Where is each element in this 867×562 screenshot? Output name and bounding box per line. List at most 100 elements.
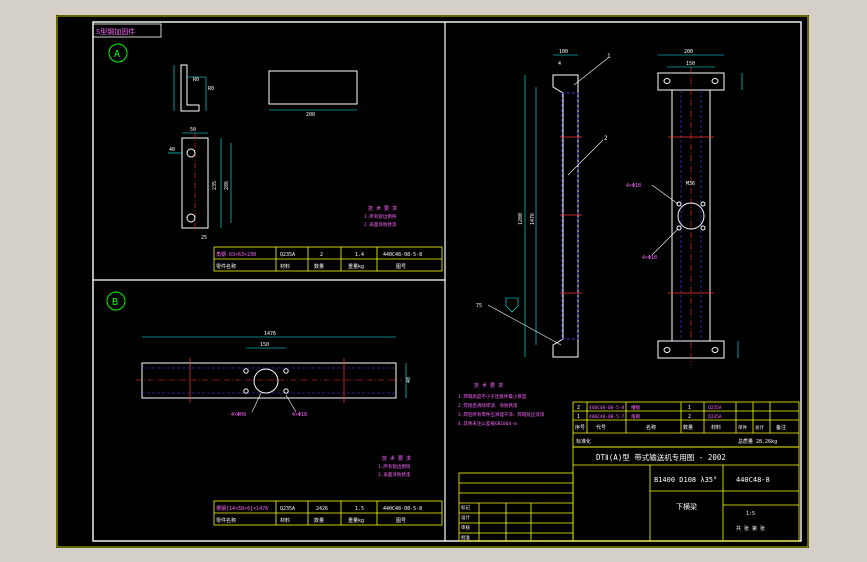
- svg-text:4×Φ18: 4×Φ18: [642, 255, 657, 261]
- svg-text:标准化: 标准化: [576, 438, 591, 445]
- beam-front-view: [651, 54, 743, 365]
- svg-text:技 术 要 求: 技 术 要 求: [474, 382, 503, 389]
- svg-text:2: 2: [604, 135, 608, 142]
- svg-text:设计: 设计: [461, 514, 470, 521]
- svg-text:1476: 1476: [264, 331, 276, 337]
- svg-text:150: 150: [260, 342, 269, 348]
- svg-text:序号: 序号: [575, 424, 585, 431]
- svg-text:1200: 1200: [518, 213, 524, 225]
- inner-frame: [92, 21, 802, 542]
- svg-text:2: 2: [320, 252, 323, 258]
- svg-text:标记: 标记: [461, 504, 470, 511]
- svg-text:角钢 63×63×230: 角钢 63×63×230: [216, 251, 256, 258]
- svg-text:50: 50: [190, 127, 196, 133]
- view-b-circle: [106, 291, 126, 311]
- svg-text:槽钢[14×58×6]×1476: 槽钢[14×58×6]×1476: [216, 505, 268, 512]
- svg-text:材料: 材料: [280, 263, 290, 270]
- svg-text:槽钢: 槽钢: [631, 404, 640, 411]
- svg-text:Q235A: Q235A: [280, 506, 295, 512]
- beam-side-view: [487, 54, 609, 358]
- svg-text:审核: 审核: [461, 524, 470, 531]
- svg-text:100: 100: [559, 49, 568, 55]
- view-b-bom-table: [213, 500, 443, 526]
- title-block: [458, 446, 800, 542]
- angle-side-view: [168, 132, 232, 233]
- svg-text:批准: 批准: [461, 534, 470, 541]
- svg-text:图号: 图号: [396, 264, 406, 270]
- angle-profile-view: [173, 64, 207, 112]
- svg-text:技 术 要 求: 技 术 要 求: [382, 455, 411, 462]
- drawing-sheet: S型钢加固件 A R0 R0 200 50 235 286 25 40 技 术 …: [56, 15, 809, 548]
- svg-text:名称: 名称: [646, 424, 656, 431]
- svg-text:2426: 2426: [316, 506, 328, 512]
- svg-text:数量: 数量: [314, 263, 324, 270]
- svg-text:1.5: 1.5: [355, 506, 364, 512]
- view-a-bom-table: [213, 246, 443, 272]
- svg-text:材料: 材料: [280, 517, 290, 524]
- svg-text:零件名称: 零件名称: [216, 517, 236, 524]
- svg-text:440C48-08-5-8: 440C48-08-5-8: [383, 506, 422, 512]
- svg-text:Q235A: Q235A: [280, 252, 295, 258]
- svg-text:4: 4: [558, 61, 561, 67]
- svg-text:1.所有锐边倒钝: 1.所有锐边倒钝: [378, 463, 411, 470]
- svg-text:25: 25: [201, 235, 207, 241]
- svg-text:重量kg: 重量kg: [348, 517, 364, 524]
- channel-beam-view: [136, 336, 407, 413]
- svg-text:总计: 总计: [755, 424, 764, 431]
- svg-text:2.焊接后清除焊渣、涂防锈漆: 2.焊接后清除焊渣、涂防锈漆: [458, 402, 518, 409]
- svg-text:2.表面涂防锈漆: 2.表面涂防锈漆: [378, 471, 411, 478]
- svg-text:40: 40: [406, 377, 412, 383]
- svg-text:440C48-08-5-8: 440C48-08-5-8: [383, 252, 422, 258]
- svg-text:备注: 备注: [776, 424, 786, 431]
- svg-text:数量: 数量: [683, 424, 693, 431]
- svg-text:40: 40: [169, 147, 175, 153]
- svg-text:M36: M36: [686, 181, 695, 187]
- header-tag: S型钢加固件: [96, 27, 135, 36]
- svg-text:286: 286: [224, 181, 230, 190]
- svg-text:2.表面涂防锈漆: 2.表面涂防锈漆: [364, 221, 397, 228]
- svg-text:1.焊缝高度不小于连接件最小厚度: 1.焊缝高度不小于连接件最小厚度: [458, 393, 527, 400]
- svg-text:235: 235: [212, 181, 218, 190]
- svg-text:1: 1: [688, 405, 691, 411]
- view-b-label: B: [112, 297, 118, 308]
- svg-text:重量kg: 重量kg: [348, 263, 364, 270]
- svg-text:4.其余未注公差按GB1804-m: 4.其余未注公差按GB1804-m: [458, 420, 517, 427]
- svg-text:代号: 代号: [596, 424, 606, 431]
- svg-text:4×Φ18: 4×Φ18: [292, 412, 307, 418]
- svg-text:440C48-08-5-7: 440C48-08-5-7: [589, 414, 625, 420]
- svg-text:2: 2: [577, 405, 580, 411]
- svg-text:角钢: 角钢: [631, 413, 640, 420]
- svg-text:1: 1: [607, 53, 611, 60]
- cad-drawing-viewport[interactable]: S型钢加固件 A R0 R0 200 50 235 286 25 40 技 术 …: [56, 15, 809, 548]
- main-tech-notes: 技 术 要 求 1.焊缝高度不小于连接件最小厚度 2.焊接后清除焊渣、涂防锈漆 …: [458, 382, 545, 427]
- svg-text:材料: 材料: [711, 424, 721, 431]
- svg-text:75: 75: [476, 303, 482, 309]
- svg-text:数量: 数量: [314, 517, 324, 524]
- svg-text:技 术 要 求: 技 术 要 求: [368, 205, 397, 212]
- svg-text:R0: R0: [208, 86, 214, 92]
- svg-text:200: 200: [306, 112, 315, 118]
- svg-text:200: 200: [684, 49, 693, 55]
- drawing-number: 440C48-8: [736, 476, 770, 484]
- svg-text:R0: R0: [193, 77, 199, 83]
- view-a-circle: [108, 43, 128, 63]
- svg-text:共 张 第 张: 共 张 第 张: [736, 525, 765, 532]
- svg-text:2: 2: [688, 414, 691, 420]
- part-name: 下横梁: [676, 502, 697, 511]
- svg-text:4×Φ09: 4×Φ09: [231, 412, 246, 418]
- drawing-title: DTⅡ(A)型 带式输送机专用图 - 2002: [596, 452, 726, 462]
- svg-text:图号: 图号: [396, 518, 406, 524]
- outer-frame: [56, 15, 809, 548]
- svg-text:4×Φ18: 4×Φ18: [626, 183, 641, 189]
- svg-text:零件名称: 零件名称: [216, 263, 236, 270]
- svg-text:总质量 28.26kg: 总质量 28.26kg: [738, 438, 777, 445]
- plate-top-view: [268, 70, 358, 105]
- svg-text:Q235A: Q235A: [708, 414, 722, 420]
- svg-text:3.焊后所有零件应清理干净、焊缝处应涂漆: 3.焊后所有零件应清理干净、焊缝处应涂漆: [458, 411, 545, 418]
- svg-text:1.所有锐边倒钝: 1.所有锐边倒钝: [364, 213, 397, 220]
- svg-text:单件: 单件: [738, 424, 747, 431]
- svg-text:B1400 D108 λ35°: B1400 D108 λ35°: [654, 476, 717, 484]
- parts-list-table: [572, 401, 800, 448]
- view-a-label: A: [114, 49, 120, 60]
- svg-text:1.4: 1.4: [355, 252, 364, 258]
